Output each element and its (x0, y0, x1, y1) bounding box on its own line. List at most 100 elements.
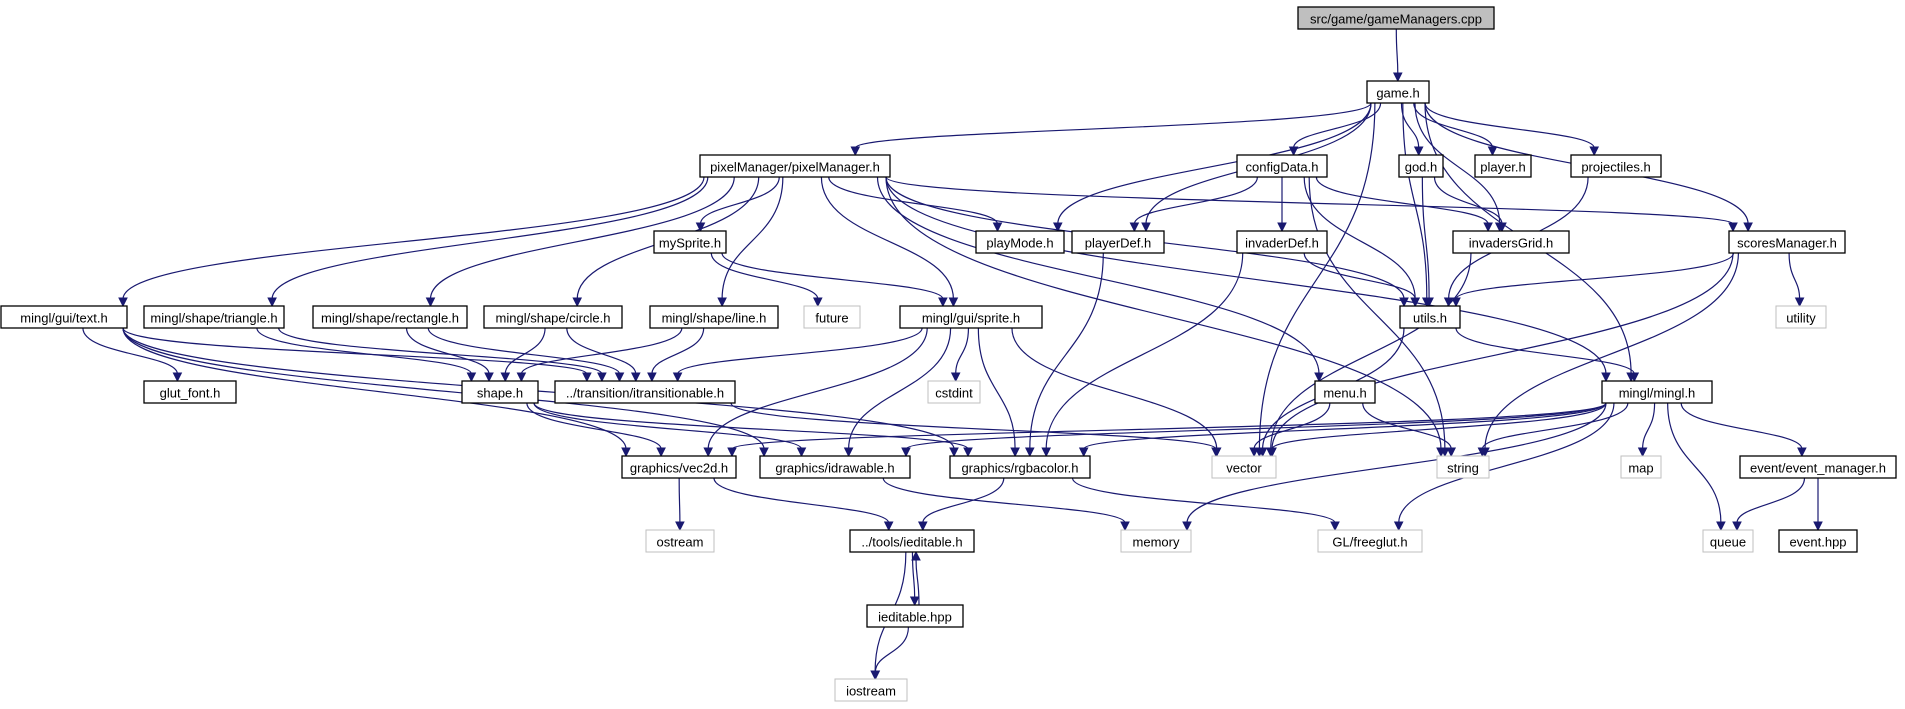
node-triangle[interactable]: mingl/shape/triangle.h (143, 305, 285, 329)
node-configData[interactable]: configData.h (1236, 154, 1328, 178)
edge-line (1071, 477, 1336, 524)
arrowhead (695, 222, 706, 233)
edge-configData-to-playerDef (1129, 176, 1258, 233)
node-label: ../tools/ieditable.h (861, 535, 962, 550)
arrowhead (949, 447, 959, 458)
node-shape[interactable]: shape.h (461, 380, 539, 404)
edge-line (1736, 477, 1806, 524)
node-event-manager[interactable]: event/event_manager.h (1739, 455, 1897, 479)
node-label: pixelManager/pixelManager.h (710, 160, 880, 175)
arrowhead (870, 670, 881, 681)
edge-text-to-glut-font (82, 327, 183, 383)
arrowhead (1141, 222, 1151, 233)
node-utils[interactable]: utils.h (1399, 305, 1461, 329)
node-label: GL/freeglut.h (1332, 535, 1407, 550)
node-box (461, 380, 539, 404)
node-sprite[interactable]: mingl/gui/sprite.h (899, 305, 1043, 329)
node-ieditable-h[interactable]: ../tools/ieditable.h (849, 529, 975, 553)
arrowhead (572, 297, 583, 308)
node-label: memory (1133, 535, 1180, 550)
node-label: game.h (1376, 86, 1419, 101)
arrowhead (1794, 297, 1805, 308)
node-god[interactable]: god.h (1398, 154, 1444, 178)
node-rectangle[interactable]: mingl/shape/rectangle.h (312, 305, 468, 329)
node-mingl[interactable]: mingl/mingl.h (1601, 380, 1713, 404)
arrowhead (672, 372, 683, 383)
node-box (1739, 455, 1897, 479)
edge-line (1433, 176, 1503, 225)
node-label: vector (1226, 461, 1262, 476)
arrowhead (1813, 521, 1823, 532)
edge-shape-to-vec2d (526, 402, 666, 458)
edge-mySprite-to-sprite (721, 252, 948, 308)
edge-sprite-to-idrawable (843, 327, 952, 458)
edge-line (566, 327, 637, 375)
edge-line-to-shape (516, 327, 683, 383)
edge-pixelManager-to-line (717, 176, 784, 308)
node-projectiles[interactable]: projectiles.h (1570, 154, 1662, 178)
node-label: mingl/shape/line.h (662, 311, 767, 326)
edge-god-to-utils (1421, 176, 1434, 308)
graph-nodes: src/game/gameManagers.cppgame.hpixelMana… (0, 6, 1897, 702)
node-event-hpp[interactable]: event.hpp (1778, 529, 1858, 553)
arrowhead (425, 297, 436, 308)
edge-pixelManager-to-rectangle (425, 176, 735, 308)
arrowhead (1393, 521, 1404, 532)
edge-line (1400, 102, 1420, 149)
edge-line (1667, 402, 1722, 524)
arrowhead (1024, 447, 1035, 458)
edge-line (721, 252, 944, 300)
node-box (0, 305, 128, 329)
node-rgbacolor[interactable]: graphics/rgbacolor.h (949, 455, 1091, 479)
node-pixelManager[interactable]: pixelManager/pixelManager.h (699, 154, 891, 178)
node-invaderDef[interactable]: invaderDef.h (1236, 230, 1328, 254)
edge-menu-to-vector (1249, 402, 1331, 458)
edge-line (1253, 402, 1331, 450)
arrowhead (883, 521, 894, 532)
edge-line (1029, 252, 1104, 450)
node-circle[interactable]: mingl/shape/circle.h (483, 305, 623, 329)
node-mySprite[interactable]: mySprite.h (653, 230, 727, 254)
edge-line (885, 176, 1734, 225)
node-label: mingl/shape/circle.h (496, 311, 611, 326)
edge-line (710, 252, 819, 300)
edge-line (1303, 252, 1416, 300)
edge-line (721, 176, 784, 300)
node-box (1120, 529, 1192, 553)
edge-line (533, 402, 969, 450)
node-scoresManager[interactable]: scoresManager.h (1728, 230, 1846, 254)
node-invadersGrid[interactable]: invadersGrid.h (1452, 230, 1570, 254)
node-box (849, 529, 975, 553)
node-itransitionable[interactable]: ../transition/itransitionable.h (554, 380, 736, 404)
edge-circle-to-shape (500, 327, 546, 383)
edge-line (1642, 402, 1656, 450)
node-player[interactable]: player.h (1474, 154, 1532, 178)
node-glut-font[interactable]: glut_font.h (143, 380, 237, 404)
node-line[interactable]: mingl/shape/line.h (649, 305, 779, 329)
arrowhead (1410, 297, 1421, 308)
node-box (1436, 455, 1490, 479)
node-label: mingl/mingl.h (1619, 386, 1696, 401)
node-label: projectiles.h (1581, 160, 1650, 175)
arrowhead (812, 297, 823, 308)
node-idrawable[interactable]: graphics/idrawable.h (759, 455, 911, 479)
edge-line (1398, 402, 1615, 524)
edge-line (885, 176, 1607, 375)
node-label: ../transition/itransitionable.h (566, 386, 724, 401)
node-playerDef[interactable]: playerDef.h (1071, 230, 1165, 254)
node-text[interactable]: mingl/gui/text.h (0, 305, 128, 329)
node-playMode[interactable]: playMode.h (975, 230, 1065, 254)
node-label: cstdint (935, 386, 973, 401)
node-label: playMode.h (986, 236, 1053, 251)
node-menu[interactable]: menu.h (1314, 380, 1376, 404)
node-label: menu.h (1323, 386, 1366, 401)
node-ieditable-hpp[interactable]: ieditable.hpp (866, 604, 964, 628)
node-vec2d[interactable]: graphics/vec2d.h (621, 455, 737, 479)
node-box (143, 305, 285, 329)
node-game[interactable]: game.h (1366, 80, 1430, 104)
edge-playerDef-to-rgbacolor (1024, 252, 1104, 458)
edge-line (256, 327, 472, 375)
edge-line (885, 176, 1442, 450)
node-memory: memory (1120, 529, 1192, 553)
arrowhead (1440, 447, 1450, 458)
